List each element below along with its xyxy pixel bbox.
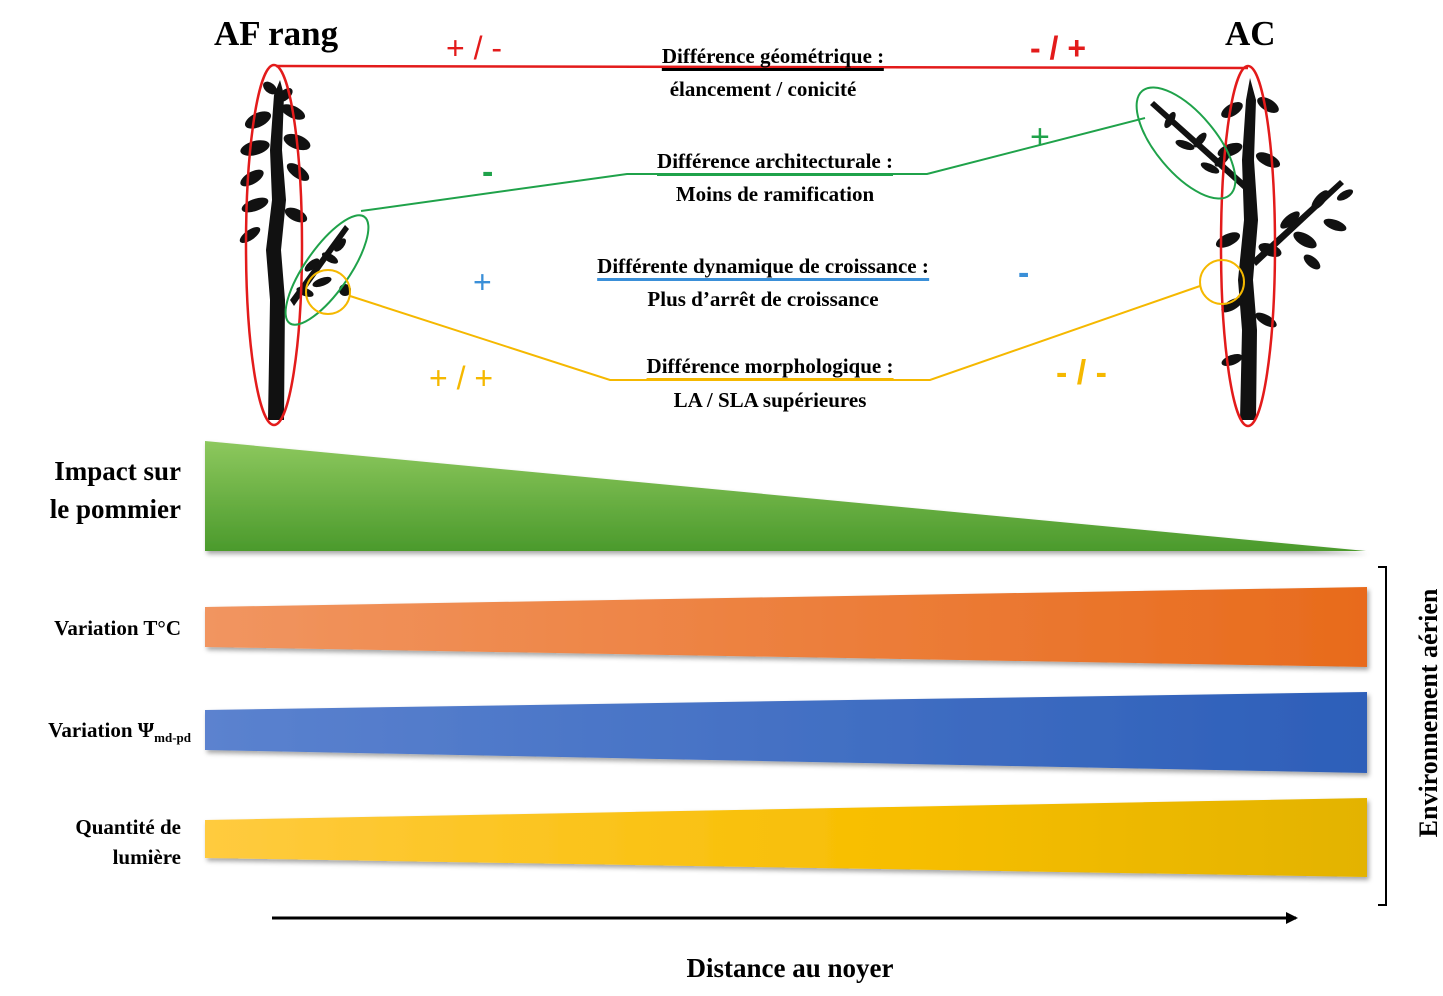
morphology-difference-title: Différence morphologique : — [646, 354, 894, 381]
right-tree-label: AC — [1225, 14, 1276, 53]
right-leaf-circle — [1199, 259, 1245, 305]
growth-difference-title: Différente dynamique de croissance : — [597, 254, 929, 281]
impact-gradient-shape — [205, 441, 1366, 551]
architectural-right-sign: + — [1030, 118, 1050, 156]
architectural-connector-line — [360, 117, 1146, 212]
geometric-left-sign: + / - — [446, 30, 503, 66]
growth-right-sign: - — [1018, 254, 1030, 292]
morphology-left-sign: + / + — [429, 360, 494, 396]
geometric-difference-lines — [244, 63, 1277, 428]
distance-axis-label: Distance au noyer — [686, 953, 894, 983]
left-tree-label: AF rang — [214, 14, 339, 53]
left-leaf-circle — [305, 269, 351, 315]
environment-bracket — [1378, 566, 1387, 906]
geometric-difference-title: Différence géométrique : — [661, 44, 885, 71]
impact-row-label: Impact sur le pommier — [49, 456, 181, 524]
geometric-difference-detail: élancement / conicité — [669, 77, 857, 101]
light-row-label: Quantité de lumière — [75, 815, 181, 869]
geometric-right-sign: - / + — [1030, 30, 1087, 66]
right-tree-geometry-ellipse — [1219, 64, 1277, 428]
right-apple-tree — [1150, 78, 1354, 420]
morphology-connector-line — [349, 285, 1201, 381]
environment-bracket-label: Environnement aérien — [1414, 588, 1443, 838]
morphology-right-sign: - / - — [1056, 354, 1107, 392]
water-potential-gradient-shape — [205, 692, 1367, 773]
right-branch-ellipse — [1135, 86, 1237, 200]
light-gradient-shape — [205, 798, 1367, 877]
morphology-difference-detail: LA / SLA supérieures — [673, 388, 867, 412]
architectural-left-sign: - — [482, 153, 494, 191]
architectural-difference-detail: Moins de ramification — [675, 182, 875, 206]
temperature-gradient-shape — [205, 587, 1367, 667]
architectural-difference-lines — [284, 86, 1237, 326]
growth-difference-detail: Plus d’arrêt de croissance — [647, 287, 879, 311]
architectural-difference-title: Différence architecturale : — [657, 149, 893, 176]
left-tree-geometry-ellipse — [244, 63, 304, 427]
left-branch-ellipse — [284, 214, 370, 326]
growth-left-sign: + — [473, 264, 492, 300]
temperature-row-label: Variation T°C — [54, 616, 181, 640]
water-potential-row-label: Variation Ψmd-pd — [48, 718, 191, 746]
geometric-connector-line — [275, 64, 1249, 70]
morphology-difference-lines — [305, 259, 1245, 381]
